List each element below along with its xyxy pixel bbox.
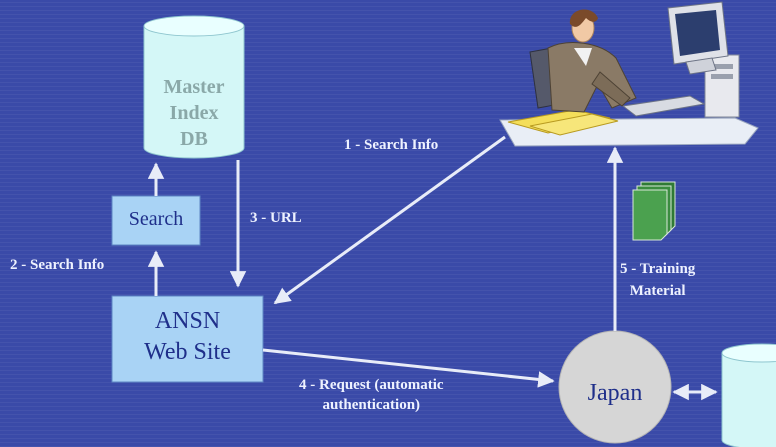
japan-db-node: [721, 343, 776, 447]
edge-label-training-5: 5 - Training Material: [620, 258, 695, 302]
ansn-web-site-label-line: Web Site: [144, 339, 231, 365]
edge-label-search-info-2: 2 - Search Info: [10, 257, 105, 273]
arrow-user-to-ansn: [273, 135, 506, 305]
user-at-computer-illustration: [499, 1, 759, 147]
master-index-db-label: Master Index DB: [144, 74, 244, 152]
edge-label-search-info-1: 1 - Search Info: [344, 137, 439, 153]
training-material-icon: [632, 181, 676, 241]
ansn-web-site-label: ANSN Web Site: [112, 306, 263, 368]
edge-label-request-4-line: authentication): [322, 397, 421, 413]
master-index-db-node: [143, 15, 245, 159]
edge-label-training-5-line: Material: [629, 283, 686, 299]
edge-label-request-4: 4 - Request (automatic authentication): [299, 375, 444, 415]
ansn-web-site-node: [111, 295, 264, 383]
search-label: Search: [128, 208, 184, 230]
japan-label: Japan: [587, 380, 643, 406]
edge-label-training-5-line: 5 - Training: [620, 261, 696, 277]
edge-label-request-4-line: 4 - Request (automatic: [299, 377, 444, 393]
ansn-web-site-label-line: ANSN: [154, 308, 221, 334]
master-index-db-label-line: Master: [163, 76, 225, 98]
search-node: [111, 195, 201, 246]
arrow-ansn-to-japan: [262, 348, 555, 388]
master-index-db-label-line: Index: [169, 102, 219, 124]
edge-label-url-3: 3 - URL: [250, 210, 302, 226]
master-index-db-label-line: DB: [180, 128, 208, 150]
